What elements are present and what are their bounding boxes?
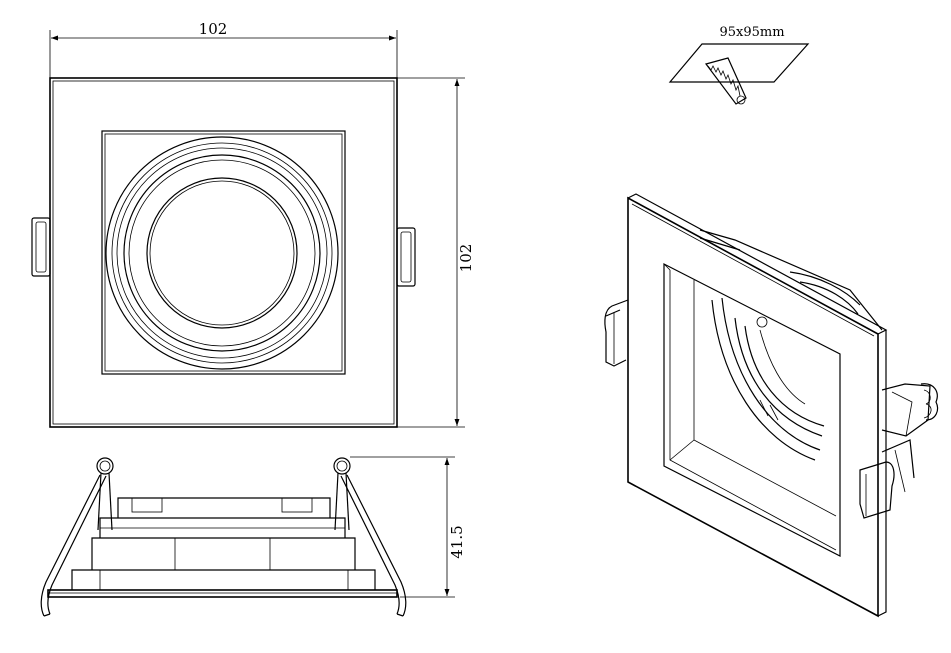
- iso-right-clip: [859, 383, 939, 519]
- front-view: 102 10: [31, 20, 475, 428]
- saw-blade-icon: [704, 57, 747, 105]
- cutout-size-label: 95x95mm: [719, 25, 784, 40]
- inner-opening: [101, 130, 346, 375]
- flange: [47, 589, 398, 598]
- cutout-symbol: 95x95mm: [668, 25, 810, 105]
- iso-inner-opening: [663, 263, 841, 557]
- height-dimension: 102: [397, 77, 475, 428]
- gimbal-rings: [105, 136, 339, 370]
- depth-dimension: 41.5: [350, 456, 466, 598]
- isometric-view: [604, 193, 939, 618]
- left-spring-clip: [31, 217, 51, 277]
- height-dimension-label: 102: [457, 244, 475, 273]
- width-dimension-label: 102: [199, 20, 228, 38]
- depth-dimension-label: 41.5: [448, 525, 466, 558]
- ceiling-plane: [668, 43, 810, 83]
- width-dimension: 102: [49, 20, 398, 78]
- side-view: 41.5: [40, 456, 466, 617]
- right-torsion-spring: [333, 457, 407, 617]
- iso-left-clip: [604, 299, 629, 367]
- right-spring-clip: [396, 227, 416, 287]
- left-torsion-spring: [40, 457, 114, 617]
